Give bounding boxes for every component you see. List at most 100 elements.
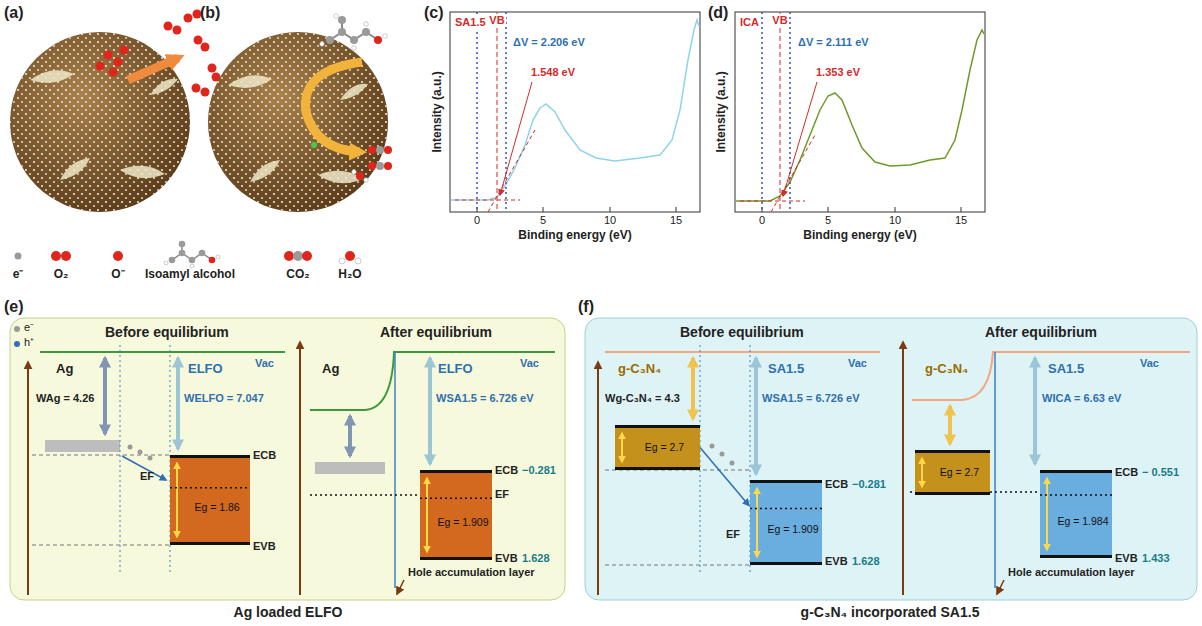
band-gap-value: Eg = 2.7 [940,466,979,478]
band-box: Eg = 1.909 [750,480,822,565]
label: Vac [255,357,274,370]
label: (f) [578,298,594,316]
band-gap-value: Eg = 1.86 [194,501,239,513]
label: 5 [540,214,546,227]
label: ECB [253,449,276,462]
legend-text: e⁻ [13,268,24,282]
label: − 0.551 [1142,466,1179,479]
legend-text: e⁻ [24,321,34,334]
label: EF [495,488,509,501]
legend-text: CO₂ [286,268,309,282]
band-gap-value: Eg = 1.984 [1057,515,1108,527]
label: 0 [759,214,765,227]
label: ECB [825,478,848,491]
label: WAg = 4.26 [36,392,94,405]
band-box: Eg = 1.909 [420,470,492,560]
label: 1.628 [852,555,880,568]
label: Hole accumulation layer [1008,566,1135,579]
panel-heading: Before equilibrium [680,324,804,340]
label: g-C₃N₄ incorporated SA1.5 [801,604,980,620]
label: 5 [825,214,831,227]
label: (c) [424,4,444,22]
label: SA1.5 [1048,362,1084,377]
label: Intensity (a.u.) [715,71,729,152]
label: Binding energy (eV) [518,229,631,243]
panel-heading: Before equilibrium [105,324,229,340]
label: EF [140,470,154,483]
label: (e) [4,298,24,316]
label: ICA [739,16,760,29]
label: Vac [1140,357,1159,370]
label: WSA1.5 = 6.726 eV [762,392,860,405]
label: −0.281 [852,478,886,491]
label: Vac [848,357,867,370]
label: Wg-C₃N₄ = 4.3 [605,392,680,405]
label: EVB [253,540,276,553]
label: 10 [604,214,616,227]
label: 1.628 [522,552,550,565]
label: SA1.5 [768,362,804,377]
band-box: Eg = 1.984 [1040,470,1112,558]
panel-region: Before equilibriumAfter equilibriumEg = … [585,318,1197,600]
band-box: Eg = 1.86 [170,455,250,545]
legend-text: H₂O [338,268,361,282]
band-box: Eg = 2.7 [915,450,990,495]
band-gap-value: Eg = 1.909 [437,516,488,528]
band-gap-value: Eg = 2.7 [645,441,684,453]
band-marks [1040,473,1112,555]
label: Ag [56,362,73,377]
gap-arrow [921,458,923,487]
fermi-level [750,508,822,510]
label: SA1.5 [454,16,487,29]
label: VB [488,14,505,27]
label: (a) [4,4,24,22]
label: g-C₃N₄ [618,362,661,377]
fermi-level [170,487,250,489]
label: ECB [495,464,518,477]
label: EVB [825,555,848,568]
label: ECB [1115,466,1138,479]
label: 15 [955,214,967,227]
legend-text: O₂ [54,268,69,282]
band-gap-value: Eg = 1.909 [767,523,818,535]
legend-text: Isoamyl alcohol [145,268,235,282]
label: WELFO = 7.047 [184,392,264,405]
label: 0 [474,214,480,227]
gap-arrow [426,478,428,552]
label: 10 [889,214,901,227]
label: 1.433 [1142,552,1170,565]
label: EF [726,528,740,541]
fermi-level [1040,494,1112,496]
label: WICA = 6.63 eV [1042,392,1121,405]
label: (b) [200,4,220,22]
label: 15 [670,214,682,227]
label: g-C₃N₄ [925,362,968,377]
label: ΔV = 2.111 eV [797,36,870,49]
gap-arrow [756,488,758,557]
label: Ag loaded ELFO [234,604,343,620]
gap-arrow [176,463,178,537]
label: −0.281 [522,464,556,477]
panel-heading: After equilibrium [380,324,492,340]
label: (d) [708,4,728,22]
label: EVB [1115,552,1138,565]
gap-arrow [621,433,623,462]
label: ELFO [438,362,473,377]
label: WSA1.5 = 6.726 eV [436,392,534,405]
gap-arrow [1046,478,1048,550]
band-marks [750,483,822,562]
electron-transfer-arrow [700,448,749,506]
panel-region: Before equilibrium After equilibrium Eg = … [10,318,565,600]
label: Vac [520,357,539,370]
legend-text: h⁺ [24,336,34,349]
band-marks [420,473,492,557]
band-marks [170,458,250,542]
label: VB [771,14,788,27]
label: Binding energy (eV) [803,229,916,243]
label: ELFO [188,362,223,377]
band-box: Eg = 2.7 [615,425,700,470]
label: Hole accumulation layer [408,566,535,579]
label: 1.353 eV [815,66,861,79]
legend-text: O⁻ [111,268,124,282]
label: ΔV = 2.206 eV [512,36,586,49]
